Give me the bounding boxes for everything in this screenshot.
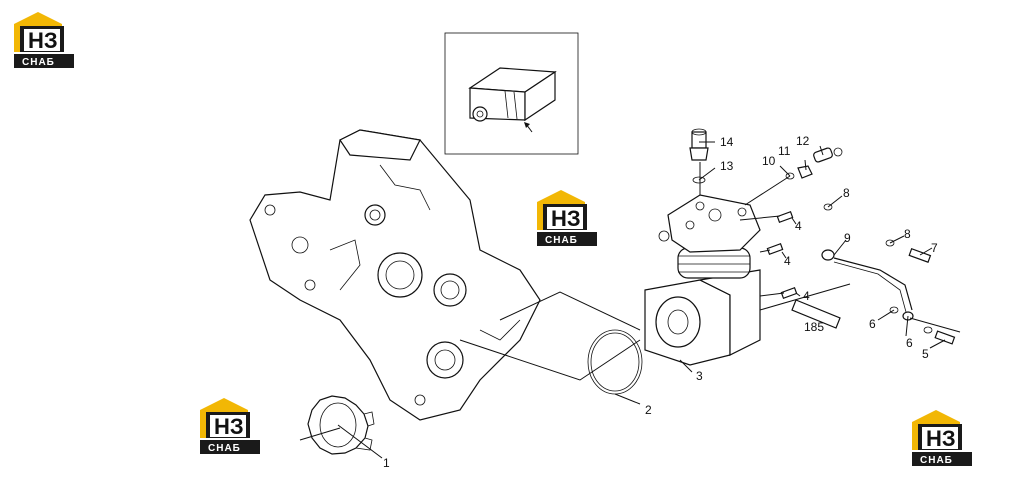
drive-gear (307, 395, 375, 455)
dimension-label: 185 (804, 320, 824, 334)
logo-secondary-text: СНАБ (208, 443, 241, 454)
elbow-fittings (785, 147, 843, 180)
leader-lines (299, 141, 961, 459)
callout-2: 2 (645, 403, 652, 417)
washer (823, 203, 833, 211)
callout-4: 4 (803, 289, 810, 303)
brand-logo: НЗ СНАБ (200, 398, 260, 454)
logo-primary-text: НЗ (551, 206, 581, 231)
fitting-stack (689, 128, 709, 184)
location-inset (444, 32, 579, 155)
logo-secondary-text: СНАБ (545, 235, 578, 246)
callout-7: 7 (931, 241, 938, 255)
callout-13: 13 (720, 159, 734, 173)
callout-1: 1 (383, 456, 390, 470)
callout-12: 12 (796, 134, 810, 148)
logo-secondary-text: СНАБ (920, 455, 953, 466)
washer (889, 306, 899, 314)
callout-6: 6 (906, 336, 913, 350)
o-ring-gasket (587, 329, 643, 395)
callout-6: 6 (869, 317, 876, 331)
logo-primary-text: НЗ (214, 414, 244, 439)
banjo-bolt (908, 247, 932, 263)
bolt (780, 287, 798, 299)
callout-4: 4 (784, 254, 791, 268)
washer (885, 239, 895, 247)
engine-front-housing (249, 129, 541, 421)
air-compressor (644, 194, 761, 366)
callout-3: 3 (696, 369, 703, 383)
callout-11: 11 (778, 144, 791, 158)
brand-logo: НЗ СНАБ (912, 410, 972, 466)
engine-block-thumbnail (468, 67, 557, 133)
washer (923, 326, 933, 334)
callout-8: 8 (843, 186, 850, 200)
logo-primary-text: НЗ (28, 28, 58, 53)
brand-logo: НЗ СНАБ (537, 190, 597, 246)
callout-14: 14 (720, 135, 734, 149)
callout-9: 9 (844, 231, 851, 245)
callout-labels: 1 2 3 4 4 4 5 6 6 7 8 8 9 10 11 12 13 14… (383, 134, 938, 470)
callout-4: 4 (795, 219, 802, 233)
bolt (776, 211, 794, 223)
bolt (766, 243, 784, 255)
brand-logo: НЗ СНАБ (14, 12, 74, 68)
callout-5: 5 (922, 347, 929, 361)
logo-primary-text: НЗ (926, 426, 956, 451)
oil-pipe (821, 249, 914, 321)
banjo-bolt (934, 330, 956, 345)
callout-8: 8 (904, 227, 911, 241)
logo-secondary-text: СНАБ (22, 57, 55, 68)
callout-10: 10 (762, 154, 776, 168)
tool-indicator (791, 299, 841, 329)
